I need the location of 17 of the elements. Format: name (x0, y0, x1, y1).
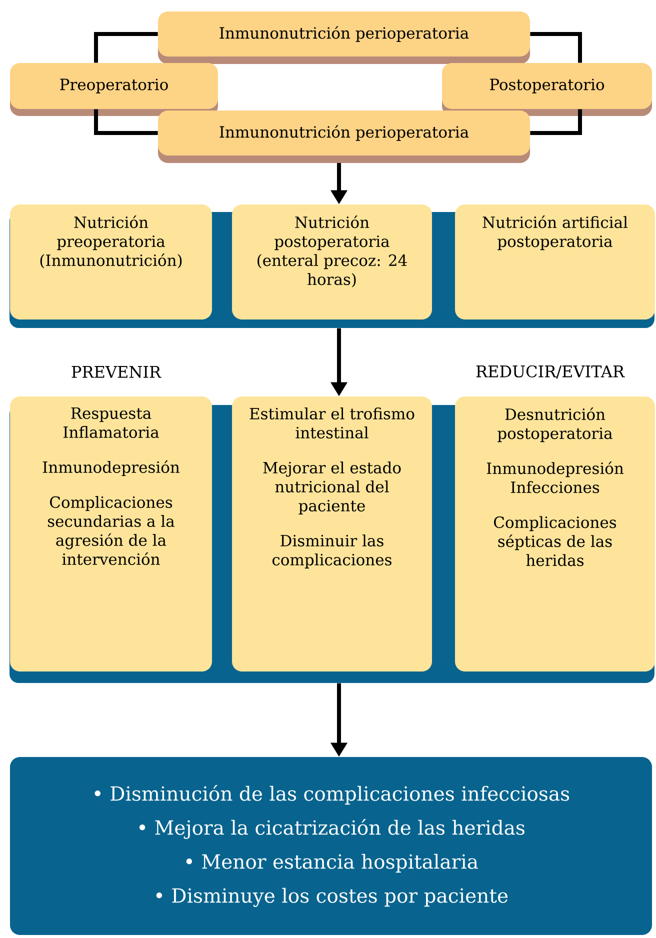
text-box: Nutrición postoperatoria (enteral precoz: 24 horas) (232, 204, 432, 320)
connector (94, 32, 158, 63)
phase-box: Inmunonutrición perioperatoria (158, 12, 530, 64)
connector (530, 109, 582, 135)
phase-box: Inmunonutrición perioperatoria (158, 110, 530, 163)
section-heading: REDUCIR/EVITAR (476, 365, 625, 379)
result-box: • Disminución de las complicaciones infecciosas • Mejora la cicatrización de las heridas • Menor estancia hospitalaria • Disminuye los costes por paciente (10, 757, 652, 935)
text-box: Nutrición preoperatoria (Inmunonutrición) (10, 204, 212, 320)
section-heading: PREVENIR (72, 366, 162, 378)
connector (94, 109, 158, 135)
text-box: Nutrición artificial postoperatoria (455, 204, 655, 320)
text-box: Respuesta Inflamatoria Inmunodepresión Complicaciones secundarias a la agresión de la intervención (10, 396, 212, 672)
text-box: Estimular el trofismo intestinal Mejorar el estado nutricional del paciente Disminuir las complicaciones (232, 396, 432, 672)
connector (530, 32, 582, 63)
phase-box: Postoperatorio (442, 63, 652, 116)
text-box: Desnutrición postoperatoria Inmunodepresión Infecciones Complicaciones sépticas de las heridas (455, 396, 655, 672)
phase-box: Preoperatorio (10, 63, 218, 116)
